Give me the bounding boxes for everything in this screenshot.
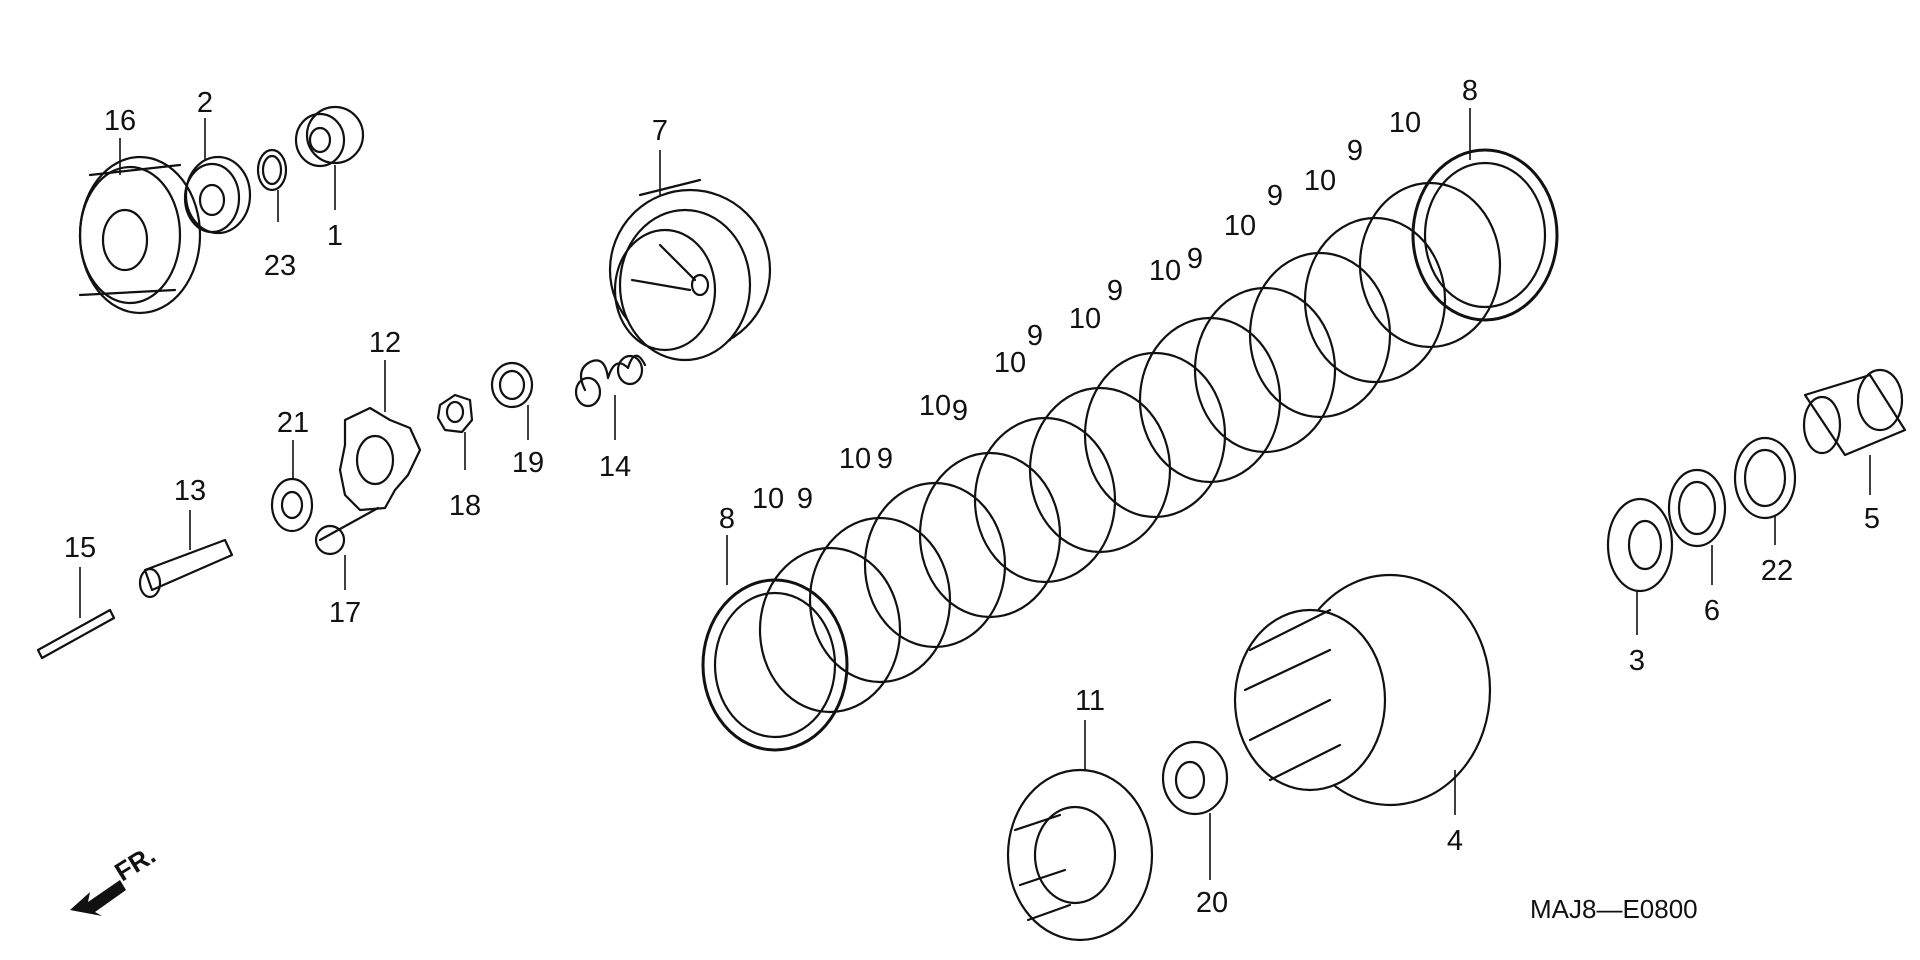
part-17-bolt (314, 506, 380, 556)
callout-9: 9 (1027, 320, 1043, 352)
part-11-pressure-plate (1006, 768, 1154, 942)
callout-8-right: 8 (1462, 75, 1478, 107)
callout-15: 15 (64, 532, 96, 564)
callout-17: 17 (329, 597, 361, 629)
front-marker-label: FR. (109, 839, 160, 887)
callout-7: 7 (652, 115, 668, 147)
callout-9: 9 (1187, 243, 1203, 275)
callout-9: 9 (952, 395, 968, 427)
part-3-lock-washer (1606, 497, 1674, 593)
part-7-clutch-outer (608, 178, 772, 362)
part-15-pin (36, 608, 116, 660)
callout-1: 1 (327, 220, 343, 252)
part-6-washer (1667, 468, 1727, 548)
callout-16: 16 (104, 105, 136, 137)
callout-23: 23 (264, 250, 296, 282)
callout-18: 18 (449, 490, 481, 522)
part-5-guide-sleeve (1802, 368, 1907, 457)
clutch-plate-stack (701, 148, 1559, 752)
part-23-washer (256, 148, 288, 192)
callout-20: 20 (1196, 887, 1228, 919)
part-1-collar (294, 105, 365, 168)
callout-2: 2 (197, 87, 213, 119)
part-19-washer (490, 361, 534, 409)
callout-14: 14 (599, 451, 631, 483)
part-18-nut (436, 393, 474, 434)
callout-10: 10 (752, 483, 784, 515)
part-21-bearing (270, 477, 314, 533)
callout-22: 22 (1761, 555, 1793, 587)
leader-lines (79, 108, 1871, 880)
callout-labels: 16 2 23 1 7 12 21 18 19 14 13 15 17 8 8 … (64, 75, 1880, 919)
part-14-spring (574, 354, 647, 408)
callout-19: 19 (512, 447, 544, 479)
callout-10: 10 (1224, 210, 1256, 242)
callout-9: 9 (797, 483, 813, 515)
part-20-washer (1161, 740, 1229, 816)
callout-9: 9 (1347, 135, 1363, 167)
callout-9: 9 (1267, 180, 1283, 212)
callout-4: 4 (1447, 825, 1463, 857)
callout-3: 3 (1629, 645, 1645, 677)
callout-9: 9 (1107, 275, 1123, 307)
callout-13: 13 (174, 475, 206, 507)
callout-8-left: 8 (719, 503, 735, 535)
part-16-gear (78, 155, 202, 315)
callout-10: 10 (994, 347, 1026, 379)
front-arrow-icon (70, 880, 126, 916)
part-13-pushrod (138, 538, 234, 599)
part-22-needle-bearing (1733, 436, 1797, 520)
callout-5: 5 (1864, 503, 1880, 535)
callout-10: 10 (1304, 165, 1336, 197)
callout-6: 6 (1704, 595, 1720, 627)
part-2-bearing (183, 155, 252, 235)
diagram-code: MAJ8—E0800 (1530, 894, 1698, 924)
part-4-clutch-center (1233, 573, 1492, 807)
callout-11: 11 (1075, 685, 1105, 717)
part-12-lifter-plate (338, 406, 422, 512)
callout-10: 10 (1149, 255, 1181, 287)
callout-21: 21 (277, 407, 309, 439)
callout-10: 10 (839, 443, 871, 475)
callout-12: 12 (369, 327, 401, 359)
callout-10: 10 (919, 390, 951, 422)
callout-10: 10 (1069, 303, 1101, 335)
callout-9: 9 (877, 443, 893, 475)
callout-10: 10 (1389, 107, 1421, 139)
